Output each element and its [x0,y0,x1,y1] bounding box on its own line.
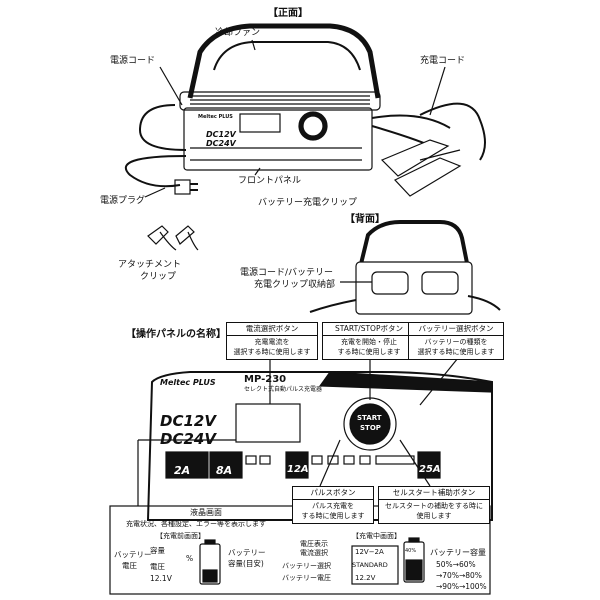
lcd-battery-voltage-1: バッテリー [114,550,152,559]
lcd-cap-2: →70%→80% [436,571,482,580]
lcd-voltage-display-1: 電圧表示 [300,540,328,548]
callout-pulse-title: パルスボタン [293,487,373,501]
callout-pulse-desc-1: パルス充電を [312,502,354,511]
panel-start-label[interactable]: START [357,414,382,422]
callout-battery-select-desc-2: 選択する時に使用します [417,347,495,356]
lcd-capacity-title: バッテリー容量 [430,548,486,557]
section-panel-title: 【操作パネルの名称】 [126,329,226,340]
section-back-title: 【背面】 [345,214,385,225]
callout-current-select: 電流選択ボタン 充電電流を選択する時に使用します [226,322,318,360]
cooling-fan-housing [179,91,381,111]
callout-start-stop-title: START/STOPボタン [323,323,415,337]
callout-battery-select-title: バッテリー選択ボタン [409,323,503,337]
panel-stop-label[interactable]: STOP [360,424,381,432]
label-attachment-clip-2: クリップ [140,272,177,282]
label-cooling-fan: 冷却ファン [215,28,261,38]
section-front-title: 【正面】 [268,8,308,19]
label-front-panel: フロントパネル [238,176,302,186]
lcd-capacity-guide-1: バッテリー [228,548,266,557]
callout-pulse-desc-2: する時に使用します [301,511,365,520]
lcd-during-title: 【充電中画面】 [352,532,401,540]
callout-pulse: パルスボタン パルス充電をする時に使用します [292,486,374,524]
callout-cell-start-title: セルスタート補助ボタン [379,487,489,501]
lcd-title: 液晶画面 [190,508,222,517]
label-storage-1: 電源コード/バッテリー [240,268,334,278]
callout-battery-select-desc-1: バッテリーの種類を [424,338,488,347]
lcd-desc: 充電状況、各種設定、エラー等を表示します [126,520,266,528]
lcd-range-value: 12V−2A [355,548,384,556]
callout-current-select-title: 電流選択ボタン [227,323,317,337]
callout-current-select-desc-2: 選択する時に使用します [233,347,311,356]
label-battery-clip: バッテリー充電クリップ [258,198,358,208]
lcd-before-title: 【充電前画面】 [156,532,205,540]
amp-2a[interactable]: 2A [174,464,191,477]
lcd-capacity-label: 容量 [150,546,165,555]
callout-start-stop-desc-1: 充電を開始・停止 [341,338,397,347]
front-panel-body [183,107,373,171]
lcd-battery-voltage-value: 12.2V [355,574,376,582]
lcd-voltage-label: 電圧 [150,562,165,571]
lcd-battery-select: バッテリー選択 [282,562,331,570]
callout-cell-start: セルスタート補助ボタン セルスタートの補助をする時に使用します [378,486,490,524]
lcd-pct-label: 40% [405,548,417,554]
front-voltage-2: DC24V [206,139,236,148]
callout-start-stop: START/STOPボタン 充電を開始・停止する時に使用します [322,322,416,360]
label-attachment-clip-1: アタッチメント [118,260,182,270]
label-power-plug: 電源プラグ [100,196,146,206]
lcd-cap-3: →90%→100% [436,582,487,591]
amp-12a[interactable]: 12A [287,464,309,475]
lcd-screen [235,403,301,443]
lcd-voltage-value: 12.1V [150,574,172,583]
callout-start-stop-desc-2: する時に使用します [337,347,401,356]
panel-model-sub: セレクト式自動パルス充電器 [244,386,323,393]
panel-model: MP-230 [244,374,287,385]
carry-handle [187,23,381,99]
lcd-capacity-guide-2: 容量(目安) [228,559,264,568]
amp-8a[interactable]: 8A [216,464,233,477]
lcd-percent: % [186,554,194,563]
label-charge-cord: 充電コード [420,56,466,66]
panel-brand: Meltec PLUS [160,378,216,387]
callout-current-select-desc-1: 充電電流を [254,338,290,347]
panel-voltage-2: DC24V [160,430,216,448]
front-voltage-1: DC12V [206,130,236,139]
front-brand: Meltec PLUS [198,114,233,120]
panel-voltage-1: DC12V [160,412,216,430]
lcd-battery-voltage: バッテリー電圧 [282,574,331,582]
lcd-standard: STANDARD [352,561,388,569]
lcd-battery-voltage-2: 電圧 [122,561,137,570]
lcd-voltage-display-2: 電流選択 [300,549,328,557]
callout-cell-start-desc-1: セルスタートの補助をする時に [385,502,483,511]
callout-cell-start-desc-2: 使用します [416,511,452,520]
label-storage-2: 充電クリップ収納部 [254,280,336,290]
amp-25a[interactable]: 25A [419,464,441,475]
lcd-cap-1: 50%→60% [436,560,476,569]
label-power-cord: 電源コード [110,56,156,66]
callout-battery-select: バッテリー選択ボタン バッテリーの種類を選択する時に使用します [408,322,504,360]
